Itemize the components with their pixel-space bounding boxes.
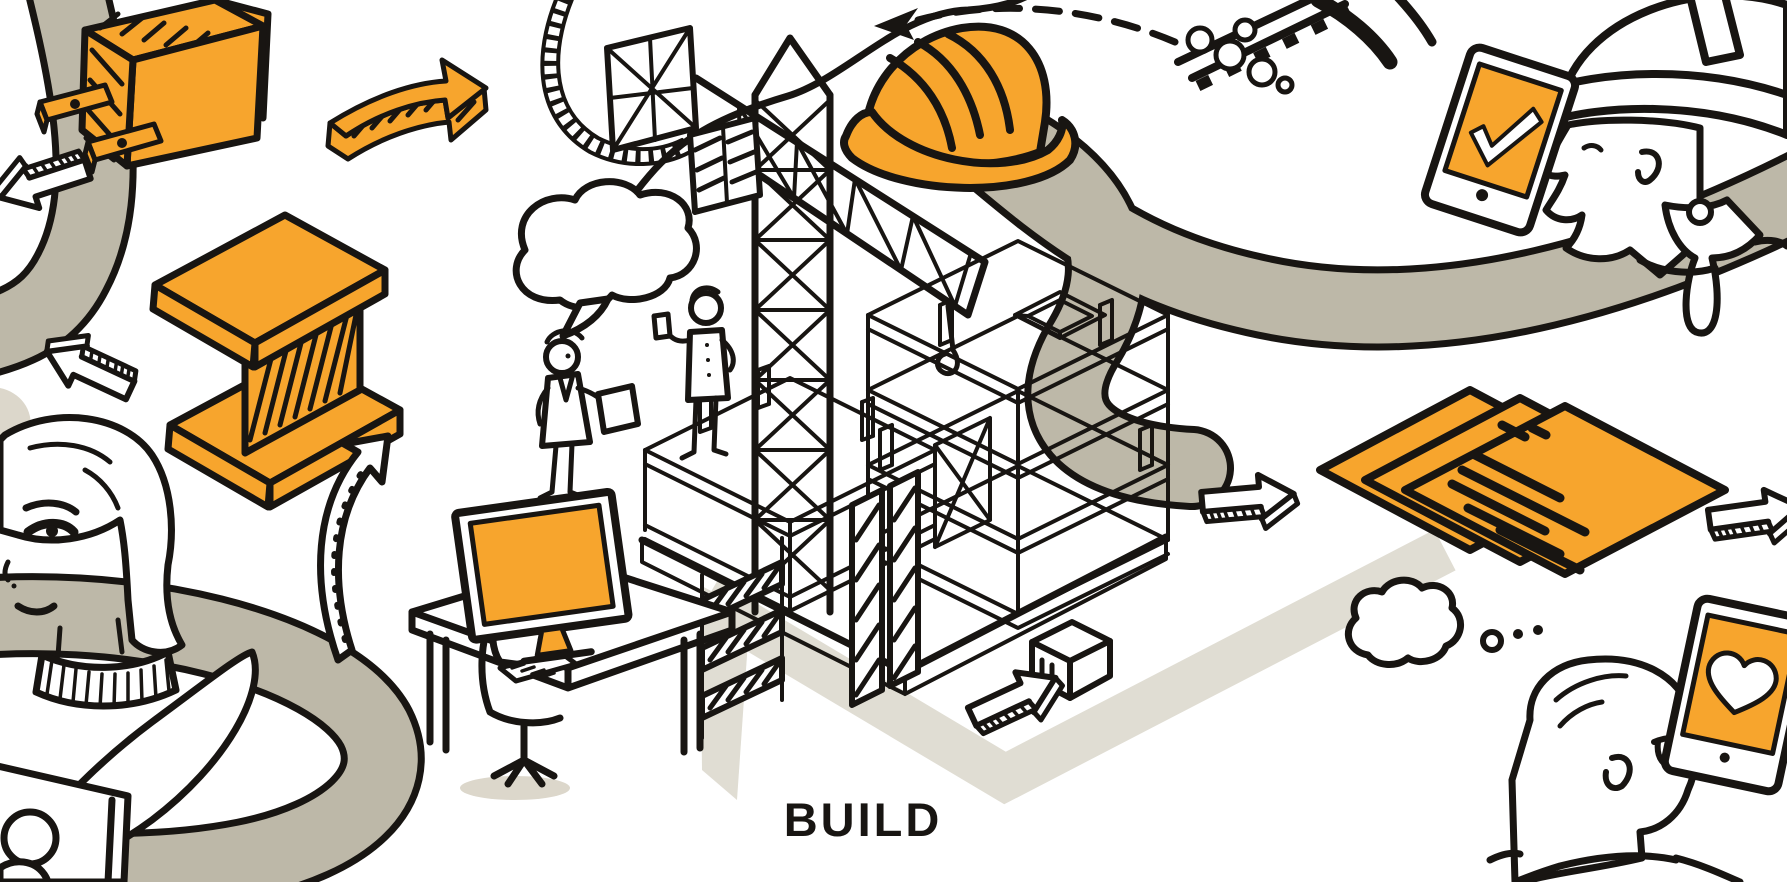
monitor-icon (451, 487, 633, 665)
building-frame-icon (638, 239, 1170, 740)
tablet-checkmark-icon (1420, 43, 1580, 237)
tablet-heart-icon (1660, 594, 1787, 796)
column-stubs (698, 298, 1154, 472)
phone (651, 311, 673, 341)
desk-workstation (408, 487, 736, 800)
electric-plug-icon (34, 0, 272, 175)
man-with-phone (651, 285, 736, 461)
steel-i-beam-icon (149, 211, 404, 511)
documents-stack-icon (1316, 386, 1729, 578)
desk-corner (0, 763, 132, 882)
thought-bubble-icon (1344, 576, 1543, 668)
crane-cab (687, 115, 763, 215)
speech-bubble-icon (512, 178, 700, 340)
right-wing-slabs (866, 239, 1170, 630)
document-text-lines (1447, 420, 1590, 575)
tower-crane-icon (604, 25, 989, 616)
plug-prongs (34, 82, 164, 175)
man-glasses-avatar (1486, 655, 1744, 882)
woman-with-clipboard (535, 328, 641, 501)
small-cube (1029, 619, 1113, 701)
hatched-core (849, 469, 921, 708)
roof-opening (1013, 290, 1107, 340)
checkmark (1468, 106, 1544, 168)
hard-hat-icon (840, 22, 1080, 192)
heart (1705, 650, 1779, 716)
diagonal-brace (933, 416, 992, 549)
gravel-and-rail-icon (1174, 0, 1437, 95)
engineer-avatar (1532, 0, 1787, 337)
clipboard (595, 383, 641, 435)
curved-up-arrow-icon (317, 432, 392, 664)
dashed-arrow-icon (874, 4, 1179, 46)
woman-avatar (0, 414, 186, 710)
stage-label: BUILD (783, 793, 943, 846)
orange-curved-arrow-icon (325, 57, 489, 162)
